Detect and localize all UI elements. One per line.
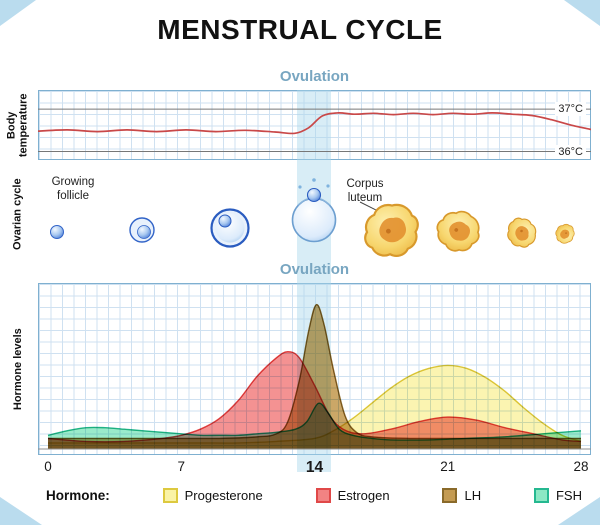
- hormone-legend: Hormone: Progesterone Estrogen LH FSH: [46, 488, 582, 503]
- corner-decoration-top-right: [564, 0, 600, 26]
- corpus-luteum-small-icon: [506, 216, 538, 249]
- corner-decoration-top-left: [0, 0, 36, 26]
- legend-item-progesterone: Progesterone: [162, 488, 263, 503]
- x-tick-14: 14: [305, 459, 324, 476]
- temp-36c-label: 36°C: [555, 144, 586, 159]
- ovarian-axis-label-wrap: Ovarian cycle: [0, 168, 36, 260]
- corner-decoration-bottom-left: [0, 497, 42, 525]
- corpus-luteum-large-icon: [364, 203, 419, 258]
- legend-label-fsh: FSH: [555, 488, 582, 503]
- temperature-axis-label: Body temperature: [5, 93, 31, 157]
- lh-curve: [48, 303, 581, 440]
- hormone-axis-label-wrap: Hormone levels: [0, 283, 36, 455]
- corpus-luteum-medium-icon: [429, 201, 488, 260]
- hormone-axis-label: Hormone levels: [11, 328, 24, 410]
- fsh-curve: [47, 402, 582, 441]
- legend-item-estrogen: Estrogen: [315, 488, 390, 503]
- legend-item-lh: LH: [442, 488, 481, 503]
- ovulation-label-bottom: Ovulation: [279, 261, 350, 278]
- legend-item-fsh: FSH: [533, 488, 582, 503]
- follicle-large-icon: [210, 208, 250, 248]
- progesterone-swatch-icon: [162, 488, 178, 503]
- estrogen-swatch-icon: [315, 488, 331, 503]
- follicle-small-icon: [50, 225, 64, 239]
- x-tick-21: 21: [440, 459, 456, 474]
- page-title: MENSTRUAL CYCLE: [157, 14, 443, 45]
- temperature-curve: [38, 112, 591, 135]
- lh-swatch-icon: [442, 488, 458, 503]
- follicle-medium-icon: [129, 217, 155, 243]
- ovulation-label-top: Ovulation: [279, 68, 350, 85]
- ovarian-axis-label: Ovarian cycle: [11, 178, 24, 250]
- temp-37c-label: 37°C: [555, 102, 586, 117]
- ovarian-cycle-illustration: [50, 178, 578, 260]
- x-tick-28: 28: [573, 459, 589, 474]
- temperature-axis-label-wrap: Body temperature: [0, 90, 36, 160]
- temperature-panel: [38, 90, 591, 160]
- hormone-levels-chart: [38, 303, 591, 450]
- x-tick-7: 7: [177, 459, 186, 474]
- progesterone-curve: [48, 364, 582, 444]
- legend-label-lh: LH: [464, 488, 482, 503]
- fsh-swatch-icon: [533, 488, 549, 503]
- legend-title: Hormone:: [46, 488, 110, 503]
- legend-label-progesterone: Progesterone: [184, 488, 263, 503]
- fsh-area: [48, 403, 581, 449]
- lh-area: [48, 304, 581, 449]
- ovulation-follicle-icon: [291, 178, 337, 243]
- legend-label-estrogen: Estrogen: [337, 488, 390, 503]
- growing-follicle-label: Growing follicle: [51, 176, 95, 202]
- estrogen-curve: [47, 350, 582, 443]
- temperature-chart: [38, 108, 591, 152]
- corpus-luteum-label: Corpus luteum: [346, 178, 384, 204]
- corner-decoration-bottom-right: [558, 497, 600, 525]
- x-tick-0: 0: [44, 459, 52, 474]
- corpus-luteum-degraded-icon: [552, 221, 578, 246]
